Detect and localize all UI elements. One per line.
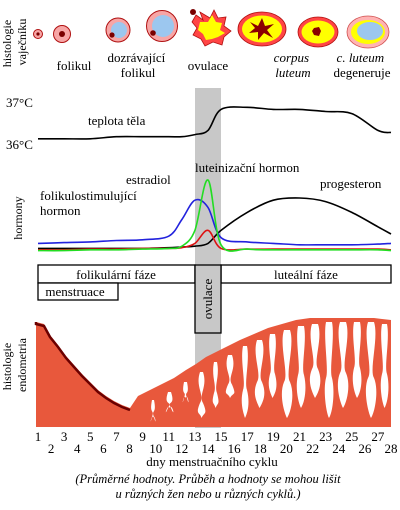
endometrium-panel: histologie endometria: [0, 318, 391, 427]
endometrial-gland: [254, 340, 265, 408]
endometrial-gland: [241, 346, 249, 418]
fsh-label: folikulostimulující hormon: [40, 188, 140, 218]
luteal-phase-label: luteální fáze: [274, 267, 338, 282]
day-tick-label: 21: [293, 429, 306, 444]
endometrial-gland: [212, 362, 219, 408]
day-tick-label: 28: [385, 441, 398, 456]
endometrium-shedding-edge: [34, 322, 131, 412]
endometrial-gland: [225, 355, 235, 398]
endometrial-gland: [281, 330, 293, 418]
day-tick-label: 1: [35, 429, 42, 444]
menstruation-label: menstruace: [45, 284, 104, 299]
hormone-panel: hormony folikulostimulující hormon estra…: [11, 160, 392, 252]
endometrial-gland: [182, 382, 189, 403]
day-tick-label: 22: [306, 441, 319, 456]
follicle-icon: [33, 25, 71, 43]
endometrial-gland: [337, 322, 349, 408]
note-line-2: u různých žen nebo u různých cyklů.): [115, 487, 300, 501]
stage-label-maturing: dozrávající folikul: [108, 50, 169, 80]
day-tick-label: 7: [113, 429, 120, 444]
follicular-phase-label: folikulární fáze: [76, 267, 156, 282]
maturing-follicle-icon: [105, 10, 178, 43]
day-tick-label: 4: [74, 441, 81, 456]
day-tick-label: 23: [319, 429, 332, 444]
phase-bars: folikulární fáze luteální fáze menstruac…: [37, 264, 392, 334]
endometrial-gland: [324, 322, 334, 418]
endometrial-gland: [268, 334, 277, 398]
day-tick-label: 25: [345, 429, 358, 444]
day-tick-label: 11: [162, 429, 175, 444]
day-tick-label: 8: [126, 441, 133, 456]
day-tick-label: 2: [48, 441, 55, 456]
hormone-axis-label: hormony: [11, 196, 25, 239]
day-tick-label: 15: [215, 429, 228, 444]
endometrial-gland: [165, 392, 174, 413]
ovulation-bar-label: ovulace: [200, 279, 215, 320]
day-tick-label: 20: [280, 441, 293, 456]
day-tick-label: 14: [202, 441, 216, 456]
lh-label: luteinizační hormon: [195, 160, 300, 175]
endometrial-gland: [352, 322, 362, 398]
day-tick-label: 10: [149, 441, 162, 456]
temperature-panel: 37°C 36°C teplota těla: [6, 95, 392, 152]
day-tick-label: 24: [332, 441, 346, 456]
day-tick-label: 27: [371, 429, 385, 444]
endometrial-gland: [380, 324, 389, 408]
corpus-luteum-degenerating-icon: [297, 15, 390, 49]
endometrial-gland: [296, 326, 306, 408]
day-tick-label: 3: [61, 429, 68, 444]
corpus-luteum-icon: [237, 11, 287, 47]
ovary-histology-row: histologie vaječníku: [0, 9, 391, 80]
day-tick-label: 16: [228, 441, 242, 456]
progesterone-label: progesteron: [320, 176, 382, 191]
endometrial-gland: [365, 322, 377, 418]
temperature-line: [38, 106, 392, 140]
day-tick-label: 18: [254, 441, 267, 456]
x-axis-title: dny menstruačního cyklu: [146, 454, 278, 469]
fsh-line: [37, 198, 392, 246]
estradiol-label: estradiol: [126, 172, 171, 187]
endometrium-row-label: histologie endometria: [0, 337, 29, 392]
temp-high-label: 37°C: [6, 95, 33, 110]
day-tick-label: 5: [87, 429, 94, 444]
endometrial-gland: [150, 400, 156, 422]
stage-label-degenerating: c. luteum degeneruje: [333, 50, 390, 80]
temp-series-label: teplota těla: [88, 113, 146, 128]
lh-line: [37, 179, 392, 252]
endometrial-glands: [150, 322, 389, 422]
day-tick-label: 9: [139, 429, 146, 444]
day-tick-label: 12: [175, 441, 188, 456]
day-tick-label: 13: [188, 429, 201, 444]
day-tick-label: 26: [358, 441, 372, 456]
endometrial-gland: [309, 324, 321, 398]
endometrial-gland: [197, 372, 206, 418]
ovulation-icon: [190, 9, 232, 47]
day-tick-label: 6: [100, 441, 107, 456]
day-tick-label: 17: [241, 429, 255, 444]
ovary-row-label: histologie vaječníku: [0, 17, 29, 67]
day-tick-label: 19: [267, 429, 280, 444]
temp-low-label: 36°C: [6, 137, 33, 152]
stage-label-follicle: folikul: [57, 58, 92, 73]
note-line-1: (Průměrné hodnoty. Průběh a hodnoty se m…: [75, 472, 341, 486]
stage-label-corpus-luteum: corpus luteum: [274, 50, 313, 80]
stage-label-ovulation: ovulace: [188, 58, 229, 73]
